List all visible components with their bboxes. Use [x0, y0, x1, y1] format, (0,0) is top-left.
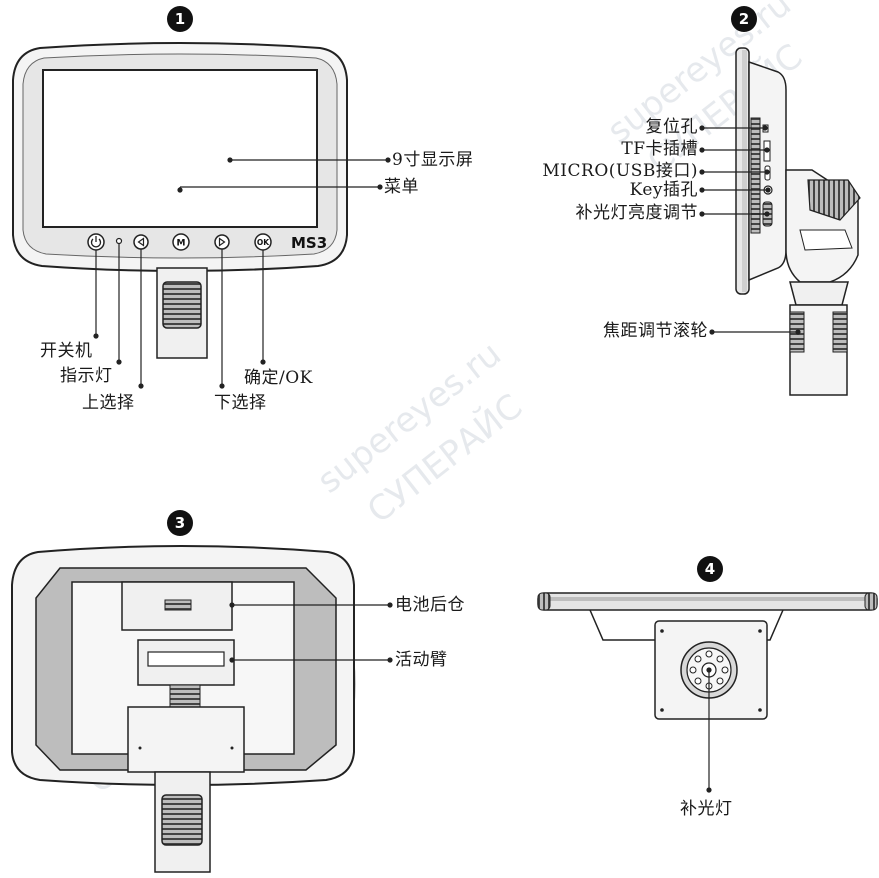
panel-number-4: 4 [697, 556, 723, 582]
panel-4-bottom-view [537, 592, 878, 793]
label-power: 开关机 [40, 341, 93, 361]
panel-3-back-view [11, 545, 393, 873]
panel-number-1: 1 [167, 6, 193, 32]
menu-button[interactable]: M [172, 233, 190, 251]
label-arm: 活动臂 [395, 650, 448, 670]
label-display: 9寸显示屏 [392, 150, 474, 170]
ok-button-label: OK [257, 238, 270, 247]
up-button[interactable] [133, 234, 149, 250]
power-button[interactable] [87, 233, 105, 251]
indicator-light [115, 237, 123, 245]
down-button[interactable] [214, 234, 230, 250]
label-battery-cover: 电池后仓 [395, 595, 465, 615]
label-up: 上选择 [82, 393, 135, 413]
panel-number-2: 2 [731, 6, 757, 32]
panel-number-3: 3 [167, 510, 193, 536]
ok-button[interactable]: OK [254, 233, 272, 251]
label-menu: 菜单 [384, 177, 419, 197]
menu-button-label: M [177, 239, 186, 249]
label-micro-usb: MICRO(USB接口) [542, 161, 698, 181]
label-key-jack: Key插孔 [629, 180, 698, 200]
focus-wheel [162, 281, 202, 329]
model-badge: MS3 [291, 234, 327, 252]
panel-1-front-view: M OK MS3 [12, 42, 391, 389]
panel-2-side-view [699, 47, 861, 396]
label-focus-wheel: 焦距调节滚轮 [603, 321, 708, 341]
label-tf-slot: TF卡插槽 [621, 139, 698, 159]
label-fill-light-brightness: 补光灯亮度调节 [575, 203, 698, 223]
label-indicator: 指示灯 [60, 366, 113, 386]
label-down: 下选择 [214, 393, 267, 413]
label-reset-hole: 复位孔 [645, 117, 698, 137]
label-fill-light: 补光灯 [680, 799, 733, 819]
label-ok: 确定/OK [244, 368, 313, 388]
display-screen [42, 69, 318, 228]
